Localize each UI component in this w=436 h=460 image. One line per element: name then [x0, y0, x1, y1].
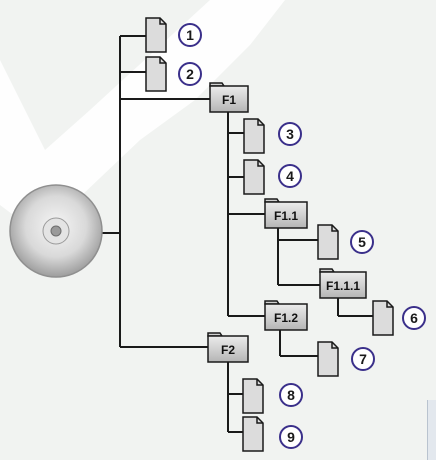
marker-number: 3	[286, 126, 294, 142]
marker-number: 7	[359, 351, 367, 367]
folder-label-f1-2: F1.2	[274, 311, 298, 325]
marker-number: 4	[286, 168, 294, 184]
disc-icon	[10, 185, 102, 277]
folder-label-f2: F2	[221, 343, 235, 357]
marker-number: 2	[186, 66, 194, 82]
file-icon	[318, 342, 338, 376]
file-icon	[244, 160, 264, 194]
file-icon	[146, 18, 166, 52]
folder-label-f1-1: F1.1	[274, 209, 298, 223]
edge-strip	[427, 400, 436, 460]
folder-label-f1-1-1: F1.1.1	[326, 279, 360, 293]
marker-number: 1	[186, 27, 194, 43]
file-icon	[243, 417, 263, 451]
file-icon	[318, 225, 338, 259]
marker-number: 8	[287, 387, 295, 403]
folder-label-f1: F1	[222, 93, 236, 107]
file-icon	[146, 57, 166, 91]
marker-number: 5	[358, 234, 366, 250]
file-icon	[373, 301, 393, 335]
marker-number: 9	[287, 429, 295, 445]
file-icon	[243, 379, 263, 413]
marker-number: 6	[410, 310, 418, 326]
file-icon	[244, 119, 264, 153]
